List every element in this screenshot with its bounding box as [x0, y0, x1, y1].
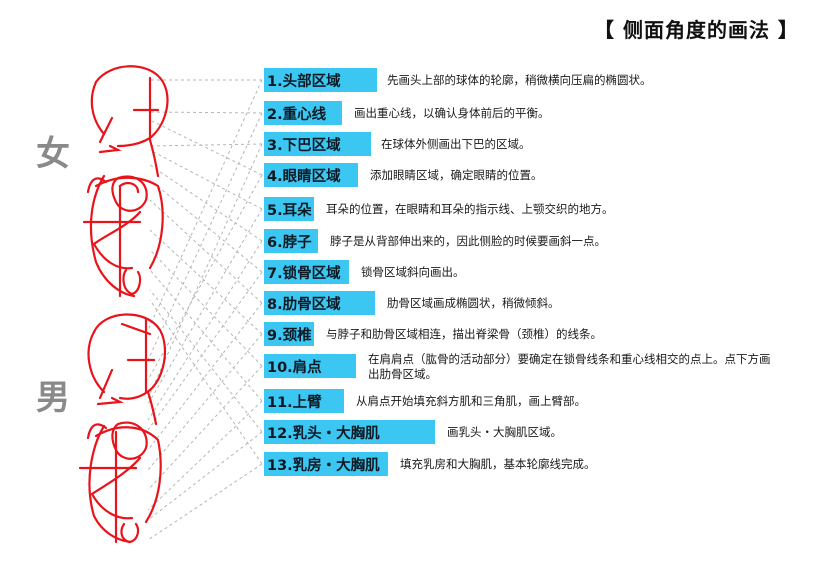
- step-tag: 10.肩点: [264, 354, 356, 378]
- step-tag: 4.眼睛区域: [264, 163, 358, 187]
- guide-line: [149, 269, 263, 402]
- guide-lines: [147, 79, 263, 541]
- guide-line: [149, 289, 263, 433]
- guide-line: [149, 199, 263, 304]
- step-row: 10.肩点在肩肩点（肱骨的活动部分）要确定在锁骨线条和重心线相交的点上。点下方画…: [264, 352, 773, 381]
- step-tag: 3.下巴区域: [264, 132, 371, 156]
- guide-line: [147, 79, 263, 331]
- step-description: 锁骨区域斜向画出。: [361, 264, 465, 279]
- step-tag: 1.头部区域: [264, 68, 377, 92]
- step-description: 耳朵的位置，在眼睛和耳朵的指示线、上颚交织的地方。: [326, 201, 614, 216]
- guide-line: [147, 463, 263, 541]
- page-title: 【 侧面角度的画法 】: [594, 18, 799, 42]
- step-row: 9.颈椎与脖子和肋骨区域相连，描出脊梁骨（颈椎）的线条。: [264, 322, 602, 346]
- guide-line: [147, 208, 263, 405]
- guide-line: [147, 271, 263, 431]
- female-sketch: [82, 65, 169, 298]
- guide-line: [149, 149, 263, 210]
- step-row: 12.乳头・大胸肌画乳头・大胸肌区域。: [264, 420, 562, 444]
- step-tag: 7.锁骨区域: [264, 260, 349, 284]
- step-description: 与脖子和肋骨区域相连，描出脊梁骨（颈椎）的线条。: [326, 326, 602, 341]
- male-sketch: [78, 313, 167, 544]
- step-row: 11.上臂从肩点开始填充斜方肌和三角肌，画上臂部。: [264, 389, 586, 413]
- step-tag: 6.脖子: [264, 229, 318, 253]
- guide-line: [147, 112, 263, 361]
- guide-line: [147, 365, 263, 491]
- step-tag: 11.上臂: [264, 389, 344, 413]
- guide-line: [149, 143, 263, 147]
- step-description: 画出重心线，以确认身体前后的平衡。: [354, 105, 550, 120]
- guide-line: [149, 111, 263, 114]
- step-tag: 5.耳朵: [264, 197, 314, 221]
- guide-line: [149, 179, 263, 273]
- step-row: 5.耳朵耳朵的位置，在眼睛和耳朵的指示线、上颚交织的地方。: [264, 197, 614, 221]
- guide-line: [149, 119, 263, 176]
- step-description: 从肩点开始填充斜方肌和三角肌，画上臂部。: [356, 393, 586, 408]
- guide-line: [149, 229, 263, 335]
- guide-line: [147, 302, 263, 451]
- guide-line: [147, 431, 263, 521]
- guide-line: [147, 143, 263, 399]
- step-tag: 9.颈椎: [264, 322, 314, 346]
- step-description: 先画头上部的球体的轮廓，稍微横向压扁的椭圆状。: [387, 72, 652, 87]
- step-description: 在肩肩点（肱骨的活动部分）要确定在锁骨线条和重心线相交的点上。点下方画出肋骨区域…: [368, 352, 771, 381]
- step-row: 13.乳房・大胸肌填充乳房和大胸肌，基本轮廓线完成。: [264, 452, 596, 476]
- step-description: 画乳头・大胸肌区域。: [447, 424, 562, 439]
- guide-line: [149, 249, 263, 367]
- step-tag: 8.肋骨区域: [264, 291, 375, 315]
- step-tag: 13.乳房・大胸肌: [264, 452, 388, 476]
- step-description: 脖子是从背部伸出来的，因此侧脸的时候要画斜一点。: [330, 233, 606, 248]
- step-row: 1.头部区域先画头上部的球体的轮廓，稍微横向压扁的椭圆状。: [264, 68, 652, 92]
- guide-line: [147, 240, 263, 421]
- step-description: 填充乳房和大胸肌，基本轮廓线完成。: [400, 456, 596, 471]
- step-row: 8.肋骨区域肋骨区域画成椭圆状，稍微倾斜。: [264, 291, 560, 315]
- step-description: 肋骨区域画成椭圆状，稍微倾斜。: [387, 295, 560, 310]
- step-row: 4.眼睛区域添加眼睛区域，确定眼睛的位置。: [264, 163, 543, 187]
- male-label: 男: [36, 378, 70, 418]
- step-row: 2.重心线画出重心线，以确认身体前后的平衡。: [264, 101, 550, 125]
- female-label: 女: [36, 134, 70, 174]
- step-row: 7.锁骨区域锁骨区域斜向画出。: [264, 260, 465, 284]
- guide-line: [147, 400, 263, 511]
- step-tag: 2.重心线: [264, 101, 342, 125]
- guide-line: [149, 164, 263, 242]
- step-tag: 12.乳头・大胸肌: [264, 420, 435, 444]
- step-row: 3.下巴区域在球体外侧画出下巴的区域。: [264, 132, 531, 156]
- step-description: 添加眼睛区域，确定眼睛的位置。: [370, 167, 543, 182]
- step-row: 6.脖子脖子是从背部伸出来的，因此侧脸的时候要画斜一点。: [264, 229, 606, 253]
- step-description: 在球体外侧画出下巴的区域。: [381, 136, 531, 151]
